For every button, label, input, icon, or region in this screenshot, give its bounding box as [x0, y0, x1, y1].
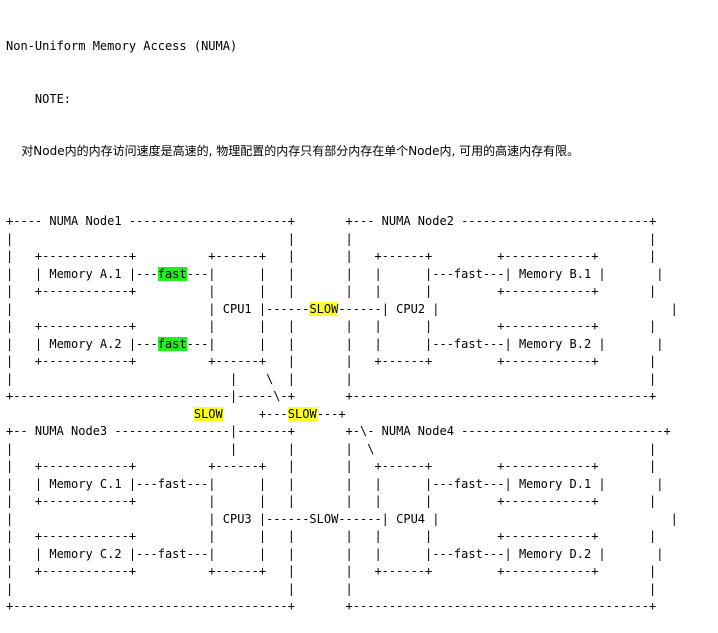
diagram-text: | +------------+ +------+ | | +------+ +… — [6, 459, 657, 473]
numa-ascii-diagram: +---- NUMA Node1 ----------------------+… — [6, 196, 678, 616]
diagram-text: | +------------+ +------+ | | +------+ +… — [6, 249, 657, 263]
diagram-line: | +------------+ +------+ | | +------+ +… — [6, 563, 678, 581]
diagram-text: | | Memory A.1 |--- — [6, 266, 158, 281]
diagram-line: +-- NUMA Node3 ----------------|-------+… — [6, 423, 678, 441]
slow-highlight-label: SLOW — [309, 301, 339, 316]
diagram-text: +--- — [222, 406, 288, 421]
diagram-line: | | Memory C.1 |---fast---| | | | | |---… — [6, 476, 678, 494]
fast-highlight-label: fast — [157, 266, 187, 281]
diagram-line: | | \ | | | — [6, 371, 678, 389]
diagram-line: | +------------+ | | | | | | +----------… — [6, 493, 678, 511]
diagram-text: | | CPU1 |------ — [6, 301, 310, 316]
diagram-text: | | CPU3 |------SLOW------| CPU4 | | — [6, 511, 678, 526]
slow-highlight-label: SLOW — [287, 406, 317, 421]
diagram-text: ---| | | | | |---fast---| Memory B.1 | | — [186, 266, 664, 281]
diagram-line: | | Memory A.1 |---fast---| | | | | |---… — [6, 266, 678, 284]
diagram-line: +---- NUMA Node1 ----------------------+… — [6, 213, 678, 231]
diagram-text: ------| CPU2 | | — [338, 301, 678, 316]
diagram-line: | | | | \ | — [6, 441, 678, 459]
slow-highlight-label: SLOW — [193, 406, 223, 421]
diagram-text: ---+ — [316, 406, 346, 421]
diagram-text: | | | | — [6, 581, 657, 596]
diagram-text: | +------------+ | | | | | | +----------… — [6, 529, 657, 543]
diagram-line: | +------------+ | | | | | | +----------… — [6, 528, 678, 546]
note-label: NOTE: — [6, 91, 72, 106]
diagram-text: | +------------+ | | | | | | +----------… — [6, 284, 657, 298]
diagram-text: | | | | — [6, 231, 657, 246]
diagram-line: | | CPU3 |------SLOW------| CPU4 | | — [6, 511, 678, 529]
diagram-line: | | CPU1 |------SLOW------| CPU2 | | — [6, 301, 678, 319]
diagram-line: | | Memory A.2 |---fast---| | | | | |---… — [6, 336, 678, 354]
diagram-line: | +------------+ +------+ | | +------+ +… — [6, 248, 678, 266]
diagram-text: +--------------------------------------+… — [6, 599, 657, 613]
diagram-line: +------------------------------|-----\-+… — [6, 388, 678, 406]
diagram-line: | +------------+ +------+ | | +------+ +… — [6, 458, 678, 476]
diagram-text: | +------------+ | | | | | | +----------… — [6, 494, 657, 508]
diagram-line: | +------------+ +------+ | | +------+ +… — [6, 353, 678, 371]
diagram-line — [6, 196, 678, 214]
diagram-text: | +------------+ | | | | | | +----------… — [6, 319, 657, 333]
diagram-line: | +------------+ | | | | | | +----------… — [6, 283, 678, 301]
diagram-text: | | | | \ | — [6, 441, 657, 456]
page-title: Non-Uniform Memory Access (NUMA) — [6, 39, 238, 53]
diagram-text: +------------------------------|-----\-+… — [6, 389, 657, 403]
diagram-text: | | Memory C.1 |---fast---| | | | | |---… — [6, 476, 664, 491]
numa-document: Non-Uniform Memory Access (NUMA) NOTE: 对… — [6, 3, 678, 633]
diagram-text: | | \ | | | — [6, 371, 657, 386]
diagram-text: +-- NUMA Node3 ----------------|-------+… — [6, 424, 671, 438]
diagram-line: SLOW +---SLOW---+ — [6, 406, 678, 424]
diagram-line: | | | | — [6, 231, 678, 249]
diagram-text: +---- NUMA Node1 ----------------------+… — [6, 214, 657, 228]
diagram-text: | | Memory A.2 |--- — [6, 336, 158, 351]
fast-highlight-label: fast — [157, 336, 187, 351]
diagram-text: | +------------+ +------+ | | +------+ +… — [6, 564, 657, 578]
diagram-text — [6, 407, 194, 421]
diagram-line: | | Memory C.2 |---fast---| | | | | |---… — [6, 546, 678, 564]
diagram-text: | +------------+ +------+ | | +------+ +… — [6, 354, 657, 368]
diagram-line: +--------------------------------------+… — [6, 598, 678, 616]
note-text: 对Node内的内存访问速度是高速的, 物理配置的内存只有部分内存在单个Node内… — [6, 144, 580, 158]
diagram-text: | | Memory C.2 |---fast---| | | | | |---… — [6, 546, 664, 561]
diagram-text: ---| | | | | |---fast---| Memory B.2 | | — [186, 336, 664, 351]
diagram-line: | +------------+ | | | | | | +----------… — [6, 318, 678, 336]
diagram-line: | | | | — [6, 581, 678, 599]
